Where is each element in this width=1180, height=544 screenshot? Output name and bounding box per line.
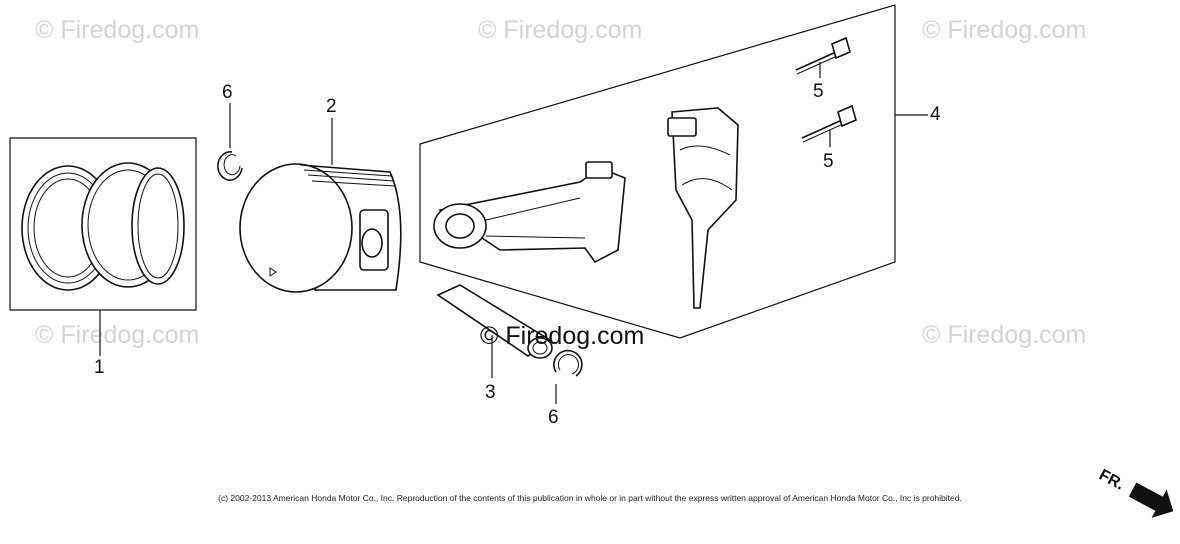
rod-bolt-upper [795, 36, 851, 75]
watermark-bottom-left: © Firedog.com [35, 321, 199, 349]
piston-pin-clip-upper [217, 151, 243, 181]
connecting-rod [433, 161, 626, 264]
front-direction-marker: FR. [1096, 467, 1174, 518]
connecting-rod-cap [667, 107, 739, 309]
piston [239, 163, 402, 293]
callout-6-lower: 6 [548, 407, 559, 428]
piston-pin-clip-lower [553, 349, 583, 377]
rod-bolt-lower [801, 104, 857, 143]
watermark-top-center: © Firedog.com [478, 16, 642, 44]
watermark-top-left: © Firedog.com [35, 16, 199, 44]
callout-4: 4 [930, 104, 941, 125]
copyright-notice: (c) 2002-2013 American Honda Motor Co., … [218, 493, 962, 503]
callout-1: 1 [94, 357, 105, 378]
watermark-center-overlay: © Firedog.com [480, 322, 644, 350]
front-direction-label: FR. [1096, 467, 1127, 494]
callout-5-lower: 5 [823, 151, 834, 172]
callout-5-upper: 5 [813, 81, 824, 102]
watermark-bottom-right: © Firedog.com [922, 321, 1086, 349]
connecting-rod-assembly-box [419, 4, 896, 339]
callout-2: 2 [326, 96, 337, 117]
piston-ring-set [9, 137, 197, 311]
piston-pin [436, 284, 553, 359]
callout-6-upper: 6 [222, 82, 233, 103]
watermark-top-right: © Firedog.com [922, 16, 1086, 44]
front-arrow-icon [1128, 482, 1174, 518]
callout-3: 3 [485, 382, 496, 403]
